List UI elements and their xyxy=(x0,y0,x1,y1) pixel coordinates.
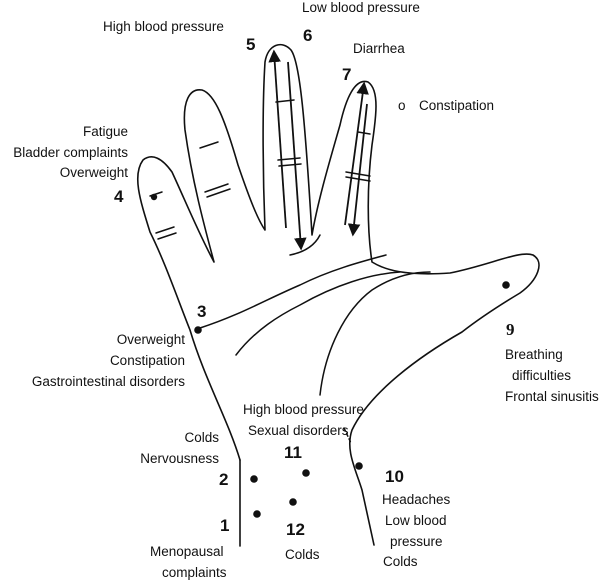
point-4-dot xyxy=(150,193,158,201)
point-number-6: 6 xyxy=(303,26,312,45)
life-line xyxy=(319,271,431,396)
point-number-1: 1 xyxy=(220,516,229,535)
crease xyxy=(204,183,229,193)
point-number-12: 12 xyxy=(286,520,305,539)
label-frontal-sinusitis: Frontal sinusitis xyxy=(505,389,599,404)
label-overweight-3: Overweight xyxy=(117,332,186,347)
arrow-down-6 xyxy=(287,61,307,251)
label-gastrointestinal: Gastrointestinal disorders xyxy=(32,374,185,389)
crease xyxy=(155,226,175,234)
point-number-3: 3 xyxy=(197,302,206,321)
crease xyxy=(278,163,302,167)
label-sexual-disorders: Sexual disorders xyxy=(248,423,349,438)
label-complaints: complaints xyxy=(162,565,227,580)
label-fatigue: Fatigue xyxy=(83,124,128,139)
label-diarrhea: Diarrhea xyxy=(353,41,405,56)
crease xyxy=(206,188,231,198)
crease xyxy=(157,232,177,240)
point-number-2: 2 xyxy=(219,470,228,489)
point-number-7: 7 xyxy=(342,65,351,84)
label-menopausal: Menopausal xyxy=(150,544,224,559)
point-number-10: 10 xyxy=(385,467,404,486)
point-10-dot xyxy=(355,462,363,470)
label-bladder-complaints: Bladder complaints xyxy=(13,145,128,160)
point-number-5: 5 xyxy=(246,35,255,54)
arrow-up-5 xyxy=(268,49,287,229)
crease xyxy=(345,171,371,177)
label-low-blood: Low blood xyxy=(385,513,447,528)
arrow-up-7 xyxy=(344,81,369,226)
point-9-dot xyxy=(502,281,510,289)
point-number-11: 11 xyxy=(284,443,302,462)
label-high-blood-pressure-11: High blood pressure xyxy=(243,402,364,417)
crease xyxy=(199,141,219,149)
point-number-4: 4 xyxy=(114,187,124,206)
label-breathing: Breathing xyxy=(505,347,563,362)
leader-line-sexual xyxy=(343,427,352,444)
hand-outline xyxy=(136,43,540,546)
label-constipation-7: Constipation xyxy=(419,98,494,113)
label-nervousness: Nervousness xyxy=(140,451,219,466)
point-number-9: 9 xyxy=(506,320,515,339)
palm-crease-index xyxy=(289,234,321,256)
label-colds-12: Colds xyxy=(285,547,320,562)
heart-line xyxy=(199,254,387,329)
label-pressure: pressure xyxy=(390,534,443,549)
label-constipation-3: Constipation xyxy=(110,353,185,368)
label-difficulties: difficulties xyxy=(512,368,571,383)
point-3-dot xyxy=(194,326,202,334)
label-colds-2: Colds xyxy=(184,430,219,445)
point-2-dot xyxy=(250,475,258,483)
label-overweight-4: Overweight xyxy=(60,165,129,180)
head-line xyxy=(235,271,401,356)
label-low-blood-pressure-6: Low blood pressure xyxy=(302,0,420,15)
label-high-blood-pressure-5: High blood pressure xyxy=(103,19,224,34)
label-colds-10: Colds xyxy=(383,554,418,569)
label-constipation-marker: o xyxy=(398,98,406,113)
arrow-down-7 xyxy=(347,103,368,237)
crease xyxy=(345,176,371,182)
point-12-dot xyxy=(289,498,297,506)
point-1-dot xyxy=(253,510,261,518)
point-11-dot xyxy=(302,469,310,477)
label-headaches: Headaches xyxy=(382,492,451,507)
